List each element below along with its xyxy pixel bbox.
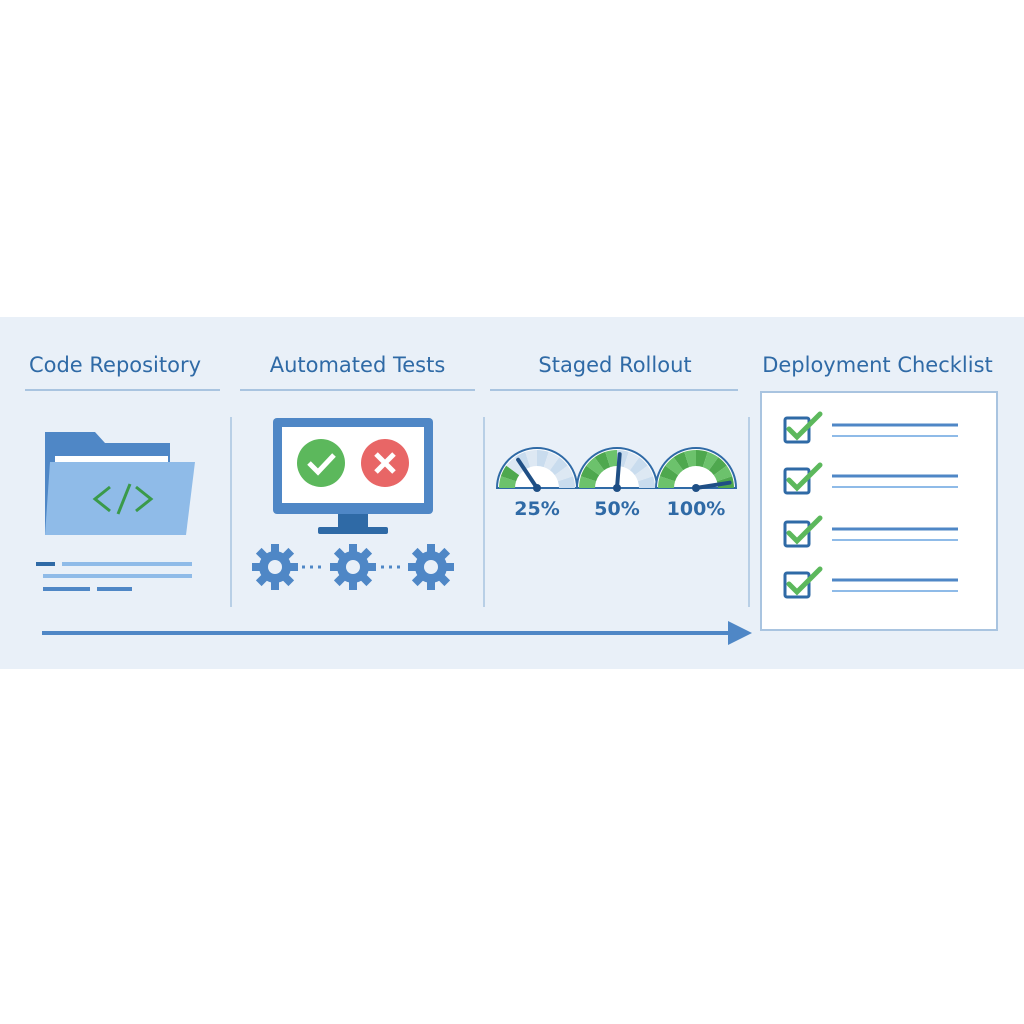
stage-title-automated-tests: Automated Tests (269, 353, 446, 377)
rollout-100-label: 100% (666, 498, 726, 520)
checklist-item (783, 566, 958, 599)
rollout-25-label: 25% (514, 498, 560, 520)
rollout-gauge (495, 447, 579, 492)
rollout-50-label: 50% (594, 498, 640, 520)
title-underline (240, 389, 475, 391)
checklist-item (783, 462, 958, 495)
stage-title-code-repository: Code Repository (28, 353, 202, 377)
title-underline (25, 389, 220, 391)
title-underline (490, 389, 738, 391)
gear-icon (330, 544, 376, 590)
gear-icon (408, 544, 454, 590)
checklist-item (783, 411, 958, 444)
gear-icon (252, 544, 298, 590)
stage-divider (483, 417, 485, 607)
rollout-gauge (575, 447, 659, 492)
checklist-item (783, 515, 958, 548)
stage-divider (230, 417, 232, 607)
rollout-gauge (654, 447, 738, 492)
stage-title-deployment-checklist: Deployment Checklist (762, 353, 993, 377)
stage-divider (748, 417, 750, 607)
stage-title-staged-rollout: Staged Rollout (538, 353, 692, 377)
